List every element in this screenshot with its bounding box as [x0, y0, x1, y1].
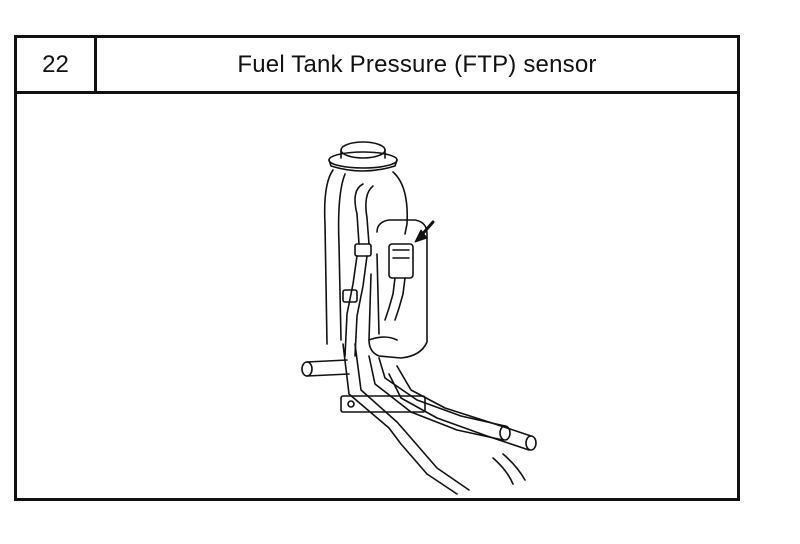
mounting-bracket — [340, 395, 426, 413]
figure-number: 22 — [17, 38, 97, 91]
ftp-sensor-illustration — [301, 141, 537, 495]
lower-left-pipe — [301, 359, 350, 377]
fuel-lines — [342, 343, 537, 495]
filler-cap — [328, 141, 398, 172]
sensor-canister — [368, 219, 428, 359]
diagram-frame: 22 Fuel Tank Pressure (FTP) sensor — [14, 35, 740, 501]
tail-lines — [492, 453, 526, 485]
filler-pipe — [323, 169, 409, 345]
ftp-sensor — [384, 243, 414, 321]
header-row: 22 Fuel Tank Pressure (FTP) sensor — [17, 38, 737, 94]
figure-title: Fuel Tank Pressure (FTP) sensor — [237, 50, 597, 78]
illustration-panel — [17, 94, 737, 498]
vapor-hose — [342, 183, 374, 357]
arrow-icon — [414, 220, 435, 243]
